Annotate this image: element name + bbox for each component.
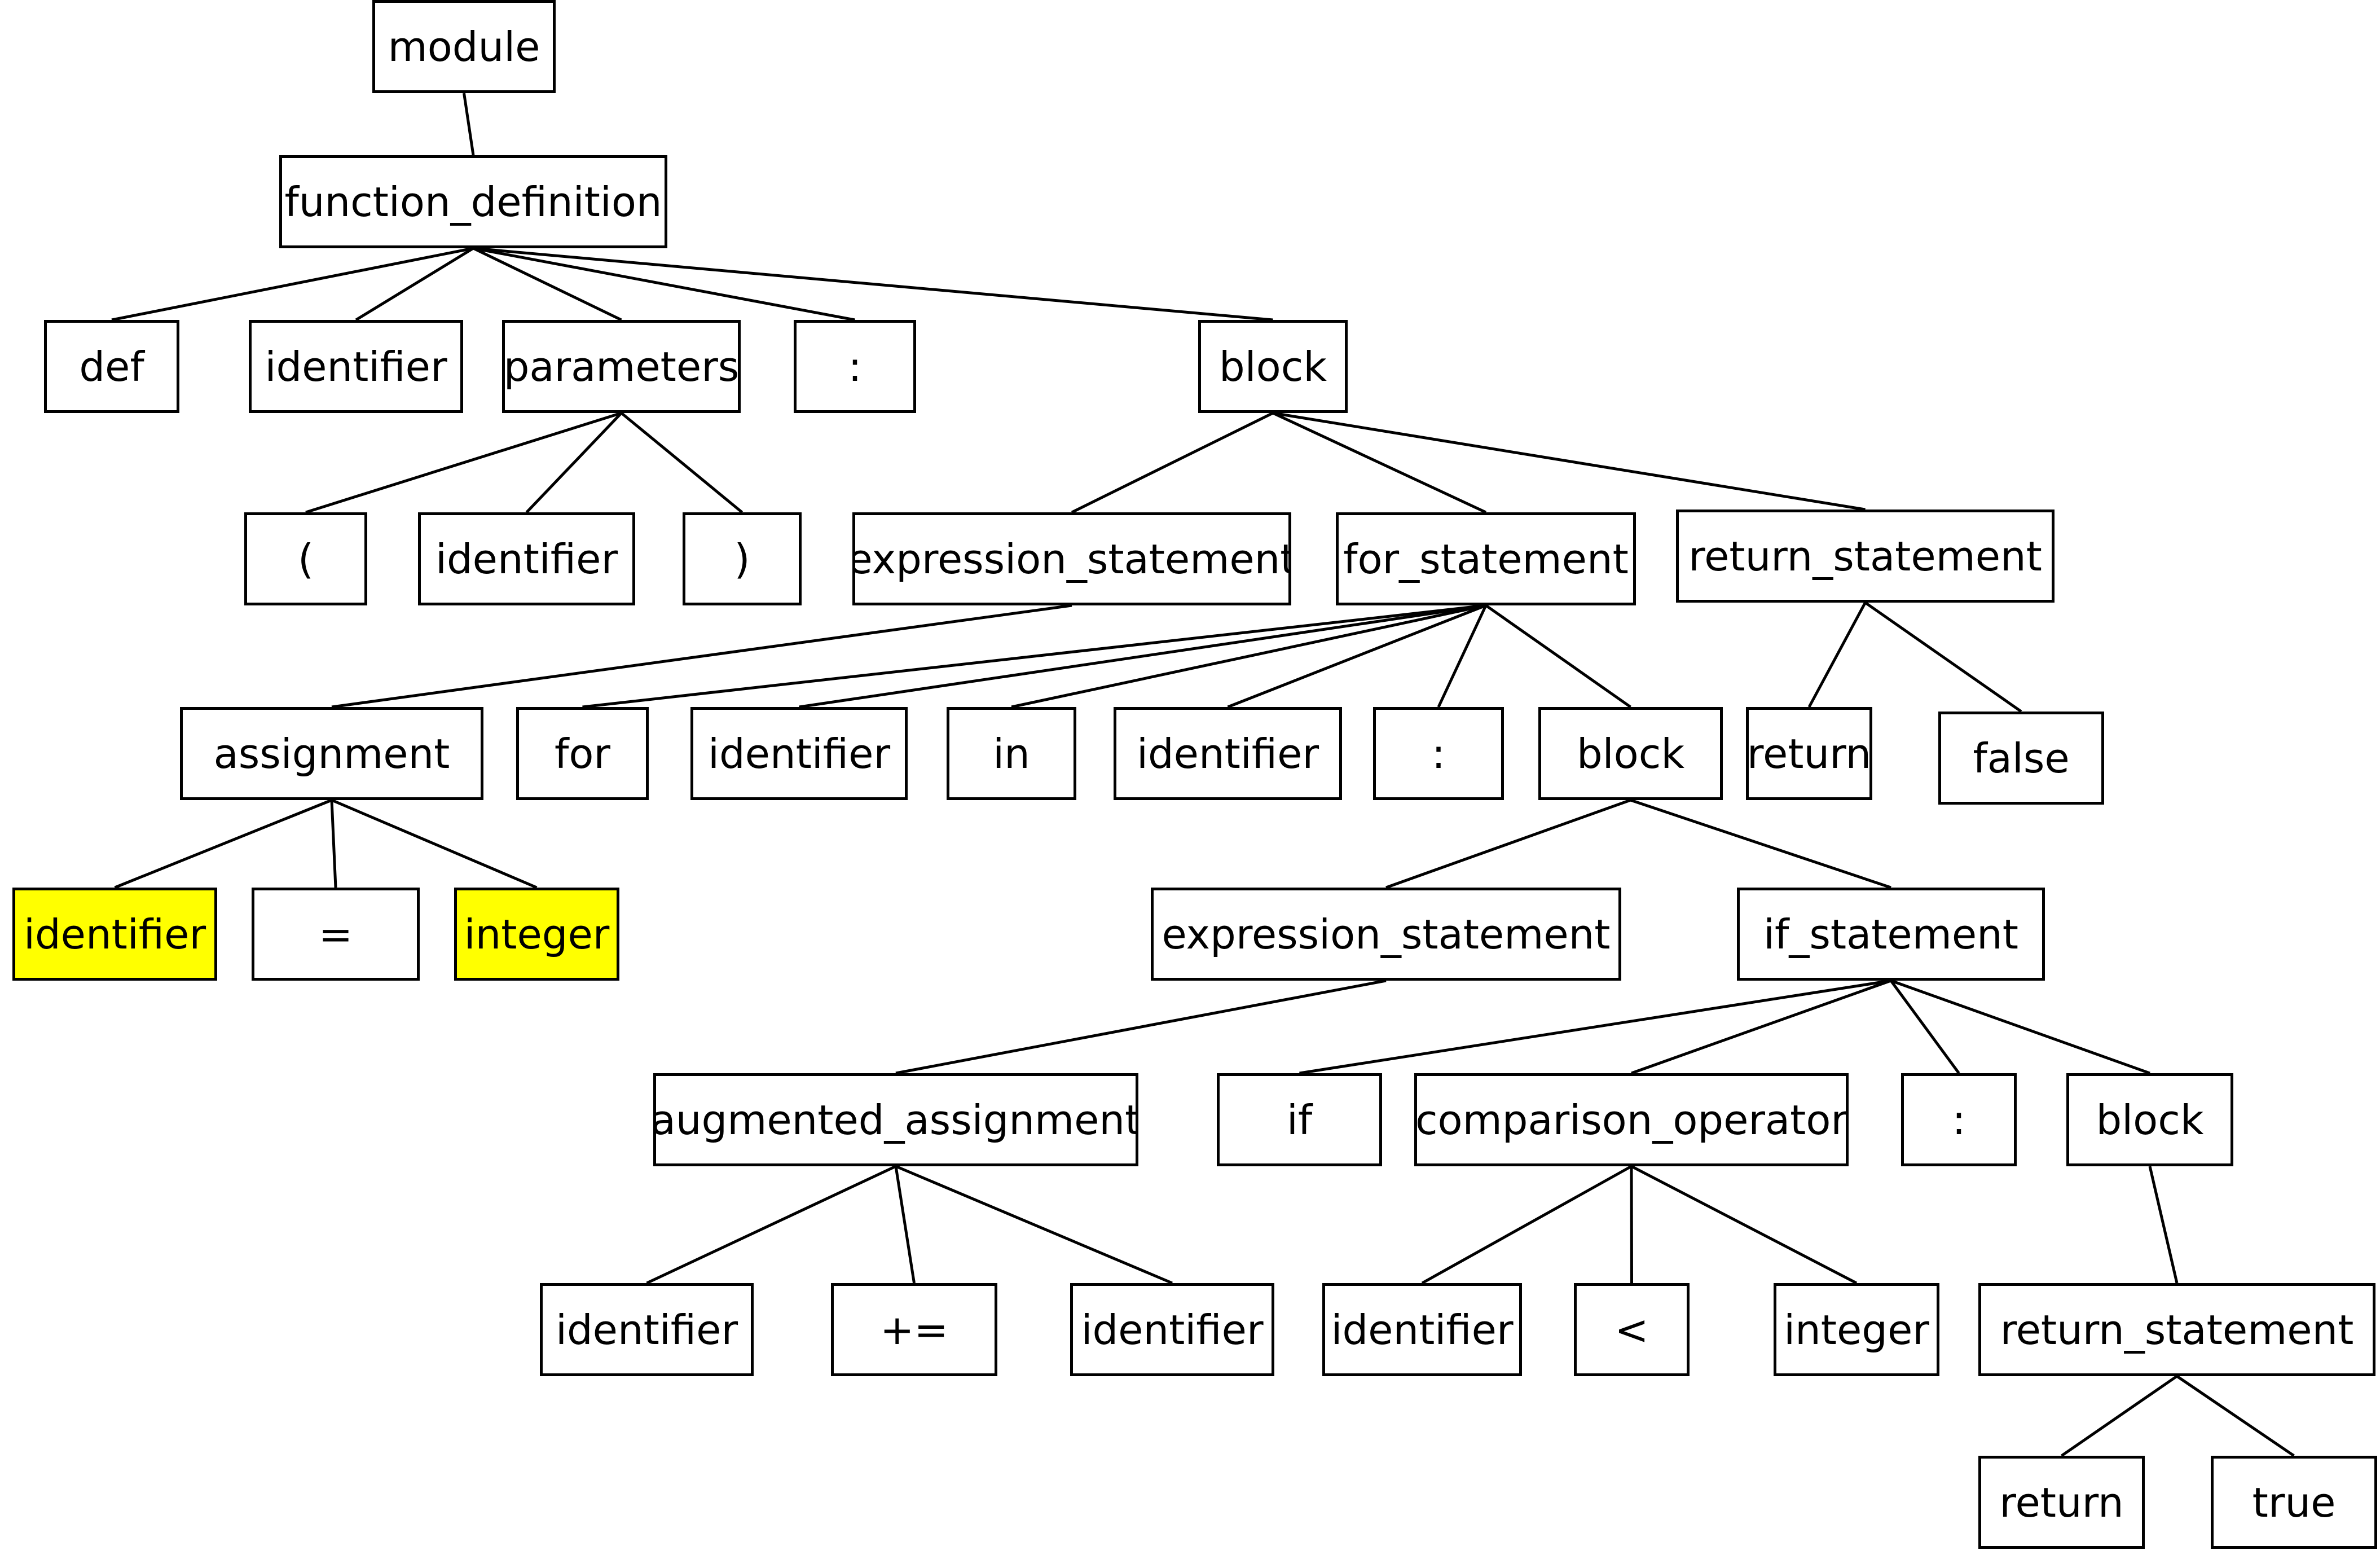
tree-node-colon: :	[1901, 1073, 2017, 1166]
tree-edge	[620, 412, 744, 513]
tree-edge	[472, 247, 622, 322]
tree-edge	[2176, 1374, 2295, 1457]
tree-edge	[646, 1165, 897, 1285]
tree-edge	[1485, 604, 1631, 709]
tree-edge	[2061, 1374, 2178, 1457]
tree-edge	[1631, 979, 1891, 1075]
tree-edge	[1889, 980, 1960, 1074]
tree-node-comparison-operator: comparison_operator	[1414, 1073, 1849, 1166]
tree-node-for-statement: for_statement	[1336, 512, 1636, 605]
tree-edge	[1437, 604, 1488, 708]
tree-edge	[1807, 601, 1867, 708]
tree-edge	[1011, 604, 1486, 709]
tree-edge	[1385, 798, 1631, 889]
tree-node-integer-highlighted: integer	[454, 888, 619, 981]
tree-node-equals: =	[252, 888, 420, 981]
tree-edge	[111, 247, 474, 322]
tree-edge	[331, 798, 538, 889]
tree-node-function-definition: function_definition	[279, 155, 667, 248]
tree-node-in: in	[947, 707, 1076, 800]
tree-node-block: block	[2066, 1073, 2233, 1166]
tree-edge	[1630, 1165, 1858, 1285]
tree-node-block: block	[1198, 320, 1348, 413]
tree-edge	[463, 93, 475, 156]
tree-edge	[330, 800, 337, 888]
tree-node-colon: :	[1373, 707, 1504, 800]
tree-edge	[1421, 1165, 1633, 1285]
tree-node-identifier: identifier	[690, 707, 908, 800]
tree-edge	[1630, 1166, 1633, 1284]
tree-node-colon: :	[794, 320, 916, 413]
tree-node-less-than: <	[1574, 1283, 1690, 1376]
tree-edge	[1273, 411, 1866, 511]
tree-node-identifier: identifier	[418, 512, 635, 605]
tree-edge	[1630, 798, 1891, 889]
tree-node-parameters: parameters	[502, 320, 741, 413]
tree-node-return: return	[1978, 1456, 2145, 1549]
tree-node-true: true	[2211, 1456, 2377, 1549]
tree-node-augmented-assignment: augmented_assignment	[653, 1073, 1138, 1166]
tree-edge	[1272, 411, 1487, 514]
tree-edge	[1227, 604, 1486, 709]
tree-node-identifier: identifier	[249, 320, 463, 413]
tree-node-integer: integer	[1774, 1283, 1939, 1376]
tree-node-identifier: identifier	[1114, 707, 1342, 800]
tree-node-identifier: identifier	[540, 1283, 754, 1376]
tree-node-if-statement: if_statement	[1737, 888, 2045, 981]
tree-node-return-statement: return_statement	[1978, 1283, 2375, 1376]
tree-node-identifier-highlighted: identifier	[12, 888, 217, 981]
tree-node-for: for	[516, 707, 649, 800]
tree-node-def: def	[44, 320, 179, 413]
tree-edge	[895, 1165, 1173, 1285]
tree-node-expression-statement: expression_statement	[1151, 888, 1621, 981]
tree-edge	[473, 247, 1273, 322]
tree-node-close-paren: )	[683, 512, 802, 605]
tree-node-return-statement: return_statement	[1676, 510, 2055, 603]
tree-edge	[331, 604, 1072, 709]
tree-node-open-paren: (	[244, 512, 367, 605]
tree-edge	[1864, 601, 2022, 713]
tree-edge	[799, 604, 1486, 709]
tree-edges	[111, 93, 2295, 1457]
tree-node-if: if	[1217, 1073, 1382, 1166]
tree-edge	[894, 1166, 916, 1284]
tree-edge	[582, 604, 1486, 709]
tree-edge	[2148, 1166, 2179, 1284]
tree-edge	[895, 979, 1387, 1075]
tree-edge	[114, 798, 332, 889]
tree-node-identifier: identifier	[1322, 1283, 1522, 1376]
tree-node-assignment: assignment	[180, 707, 483, 800]
tree-node-expression-statement: expression_statement	[852, 512, 1291, 605]
tree-edge	[305, 411, 622, 514]
tree-node-plus-equals: +=	[831, 1283, 997, 1376]
tree-edge	[1071, 411, 1274, 514]
tree-node-return: return	[1746, 707, 1872, 800]
tree-node-block: block	[1538, 707, 1723, 800]
tree-node-identifier: identifier	[1070, 1283, 1274, 1376]
tree-edge	[525, 412, 623, 513]
tree-edge	[1890, 979, 2150, 1075]
tree-node-false: false	[1938, 712, 2104, 805]
tree-edge	[473, 247, 855, 322]
tree-node-module: module	[372, 0, 556, 93]
tree-edge	[355, 247, 474, 322]
tree-edge	[1299, 979, 1891, 1075]
